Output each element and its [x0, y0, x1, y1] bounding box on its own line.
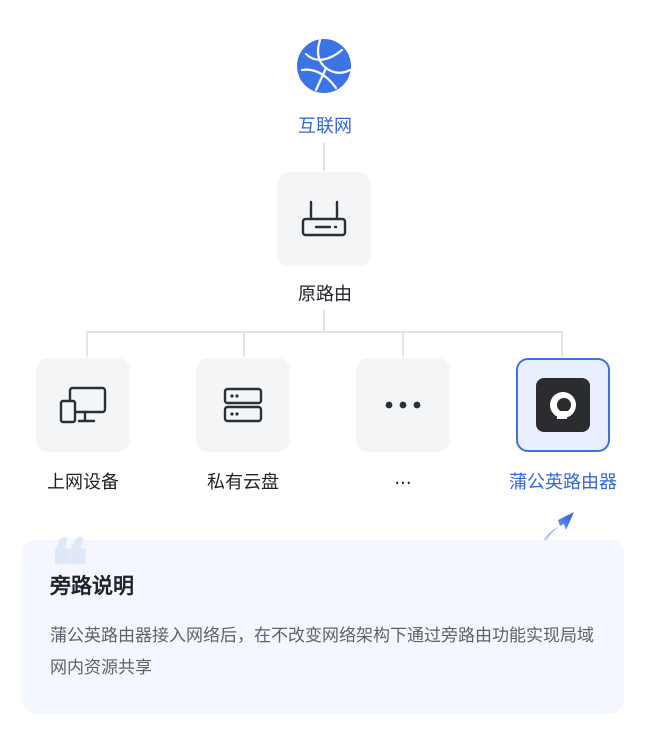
more-label: ...: [394, 468, 412, 489]
connector-line: [402, 331, 404, 357]
original-router-tile[interactable]: [277, 172, 371, 266]
connector-bus-line: [86, 331, 563, 333]
quote-mark-icon: ❝: [50, 523, 89, 608]
private-cloud-tile[interactable]: [196, 358, 290, 452]
router-icon: [301, 200, 347, 237]
internet-node: [296, 38, 352, 94]
internet-label: 互联网: [298, 116, 352, 137]
connector-line: [323, 143, 325, 171]
devices-icon: [59, 386, 107, 424]
globe-icon: [297, 38, 352, 93]
devices-label: 上网设备: [47, 472, 119, 493]
pgy-router-icon: [536, 378, 590, 432]
pgy-router-tile[interactable]: [516, 358, 610, 452]
info-card-body: 蒲公英路由器接入网络后，在不改变网络架构下通过旁路由功能实现局域网内资源共享: [50, 626, 594, 678]
storage-server-icon: [223, 387, 263, 423]
devices-tile[interactable]: [36, 358, 130, 452]
more-icon: [385, 401, 421, 409]
info-card: ❝ 旁路说明 蒲公英路由器接入网络后，在不改变网络架构下通过旁路由功能实现局域网…: [22, 530, 624, 714]
connector-line: [243, 331, 245, 357]
connector-line: [323, 310, 325, 332]
connector-line: [86, 331, 88, 357]
info-card-title: 旁路说明: [50, 574, 134, 598]
curved-arrow-icon: [538, 512, 574, 558]
private-cloud-label: 私有云盘: [207, 472, 279, 493]
connector-line: [561, 331, 563, 357]
more-tile[interactable]: [356, 358, 450, 452]
pgy-router-label: 蒲公英路由器: [509, 472, 617, 493]
original-router-label: 原路由: [298, 284, 352, 305]
